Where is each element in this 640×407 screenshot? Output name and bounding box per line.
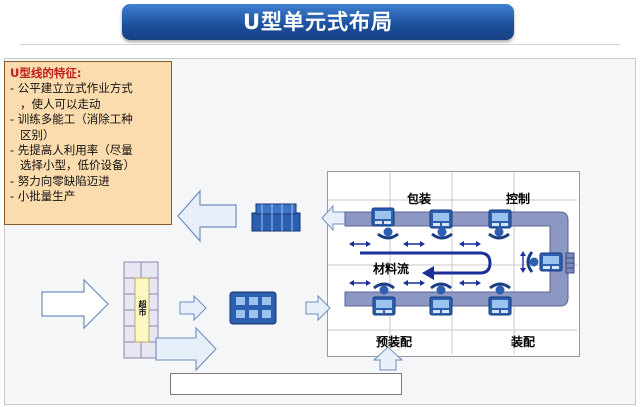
- machine-icon: [372, 296, 396, 316]
- double-arrow-icon: [519, 250, 527, 274]
- machine-icon: [539, 252, 563, 272]
- block-arrow-icon: [177, 189, 237, 243]
- pre-assembly-label: 预装配: [376, 335, 413, 349]
- feature-line: - 小批量生产: [10, 189, 76, 204]
- block-arrow-icon: [321, 204, 346, 232]
- caption-box: [170, 373, 402, 395]
- feature-line: ，使人可以走动: [20, 96, 101, 111]
- cell-grid: [328, 172, 577, 354]
- worker-icon: [487, 226, 511, 240]
- feature-line: - 努力向零缺陷迈进: [10, 173, 110, 188]
- features-heading: U型线的特征:: [10, 66, 82, 80]
- double-arrow-icon: [348, 279, 372, 287]
- title-divider: [20, 44, 620, 45]
- feature-line: 区别）: [20, 127, 55, 142]
- block-arrow-icon: [179, 294, 207, 322]
- block-arrow-icon: [305, 294, 331, 322]
- parts-tray-icon: [229, 291, 277, 325]
- supermarket-label: 超市: [138, 300, 147, 316]
- packing-label: 包装: [407, 192, 432, 206]
- feature-line: 选择小型，低价设备）: [20, 158, 135, 173]
- machine-icon: [429, 296, 453, 316]
- worker-icon: [430, 226, 454, 240]
- block-arrow-icon: [372, 346, 404, 371]
- rack-icon: [123, 261, 159, 359]
- material-flow-arrow: [360, 251, 492, 275]
- u-conveyor: [344, 211, 569, 307]
- machine-icon: [488, 209, 512, 229]
- double-arrow-icon: [402, 240, 426, 248]
- double-arrow-icon: [402, 279, 426, 287]
- slide-title: U型单元式布局: [122, 4, 514, 40]
- feature-line: - 公平建立立式作业方式: [10, 81, 133, 96]
- machine-icon: [429, 209, 453, 229]
- material-flow-label: 材料流: [373, 262, 410, 276]
- pallet-stack-icon: [251, 203, 301, 232]
- double-arrow-icon: [458, 279, 482, 287]
- rack-icon: [565, 252, 575, 274]
- machine-icon: [371, 207, 395, 227]
- block-arrow-icon: [41, 278, 109, 330]
- double-arrow-icon: [348, 240, 372, 248]
- block-arrow-icon: [155, 326, 217, 372]
- u-line-features-box: U型线的特征: - 公平建立立式作业方式 ，使人可以走动 - 训练多能工（消除工…: [4, 61, 172, 225]
- machine-icon: [488, 296, 512, 316]
- feature-line: - 先提高人利用率（尽量: [10, 143, 133, 158]
- feature-line: - 训练多能工（消除工种: [10, 112, 133, 127]
- double-arrow-icon: [458, 240, 482, 248]
- assembly-label: 装配: [511, 335, 536, 349]
- control-label: 控制: [506, 192, 531, 206]
- material-flow-arrowhead: [422, 266, 434, 280]
- worker-icon: [376, 226, 400, 240]
- worker-icon: [526, 250, 540, 274]
